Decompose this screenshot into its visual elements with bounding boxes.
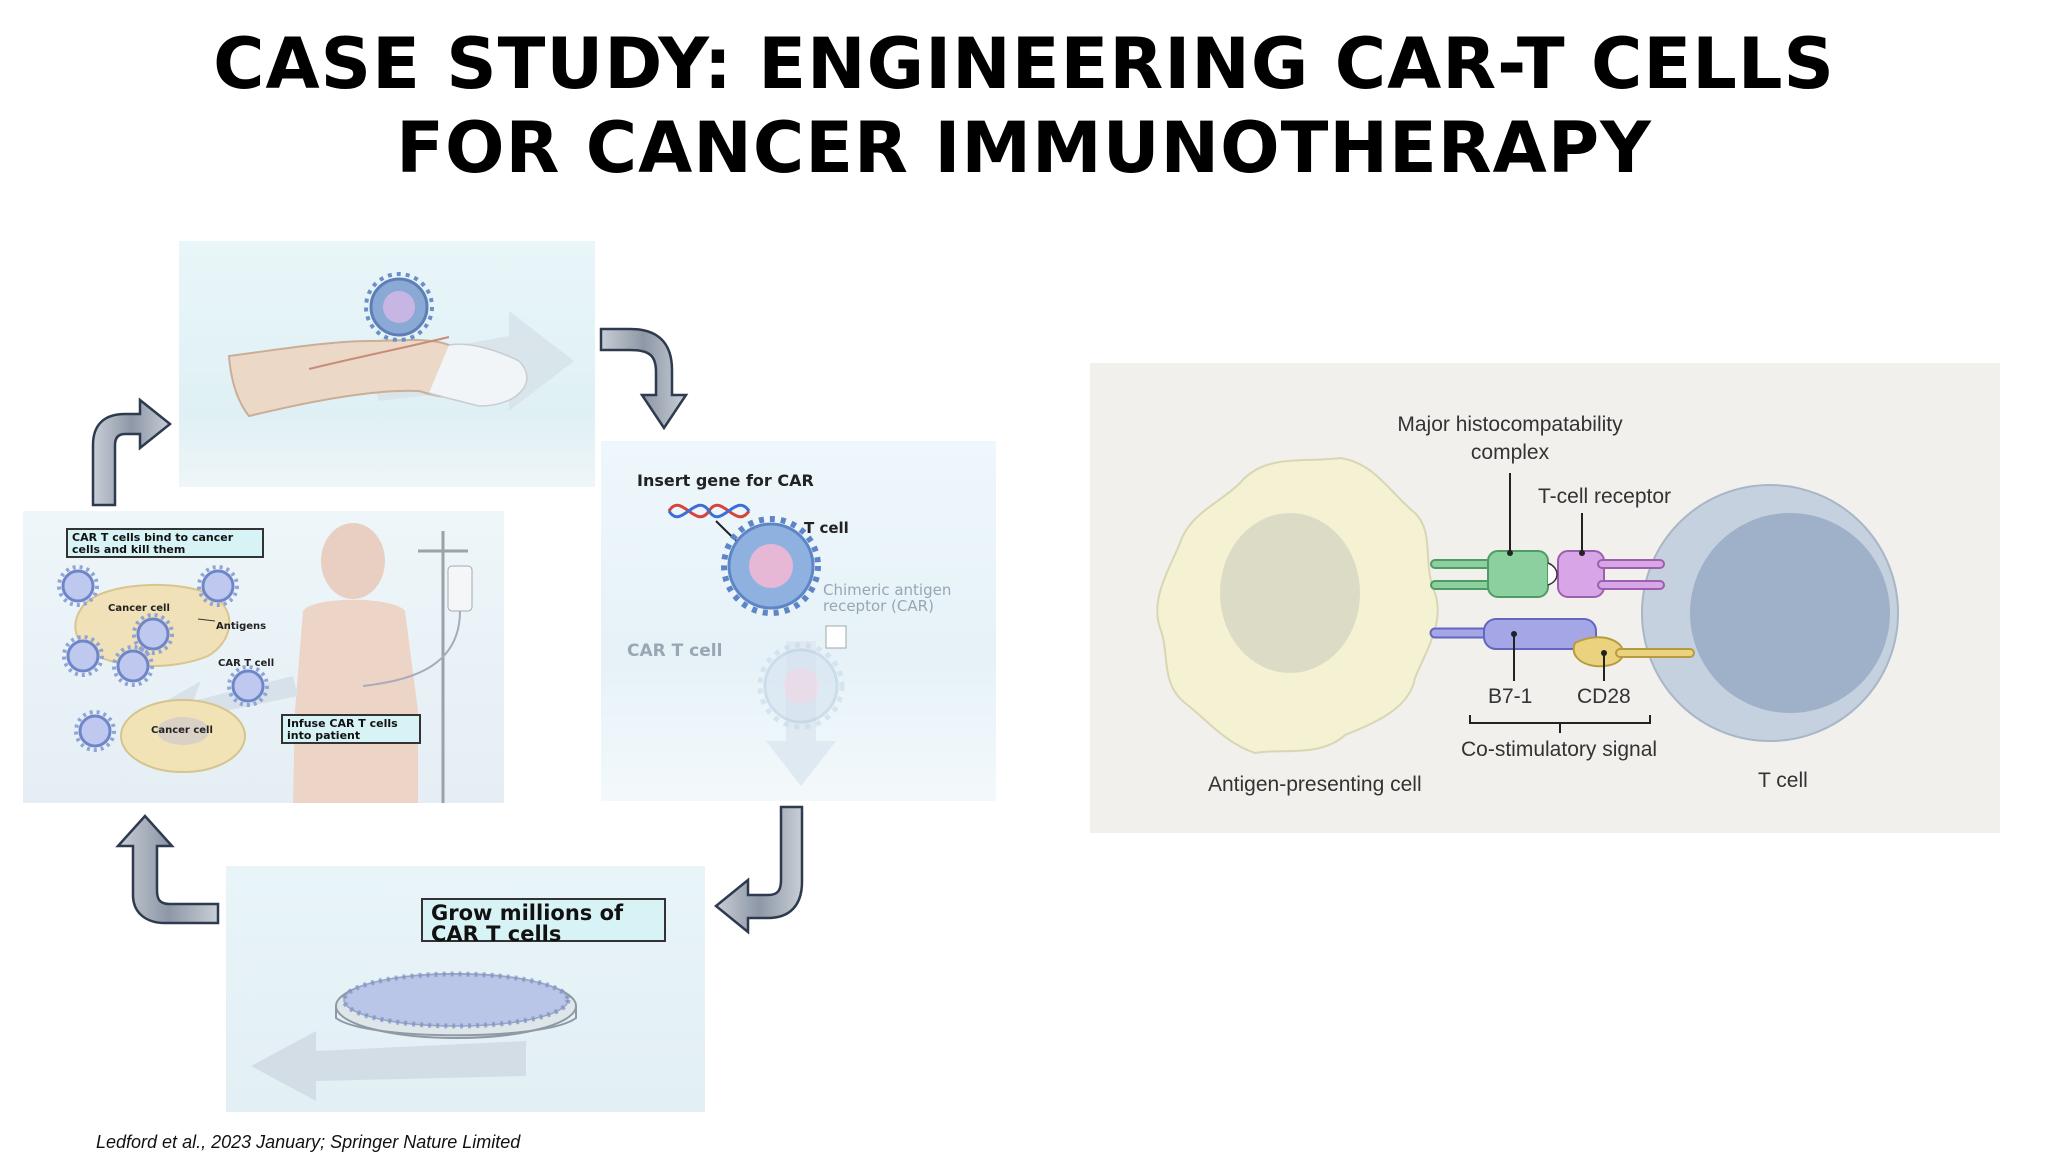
title-line-1: CASE STUDY: ENGINEERING CAR-T CELLS bbox=[213, 23, 1835, 105]
dna-icon bbox=[667, 503, 751, 519]
chimeric-antigen-label: Chimeric antigen receptor (CAR) bbox=[823, 581, 952, 615]
slide-title: CASE STUDY: ENGINEERING CAR-T CELLS FOR … bbox=[0, 22, 2048, 190]
panel-infuse-patient: CAR T cells bind to cancer cells and kil… bbox=[23, 511, 504, 803]
arrow-to-grow bbox=[714, 805, 804, 935]
left-flow-arrow bbox=[251, 1031, 526, 1101]
apc-label: Antigen-presenting cell bbox=[1208, 773, 1422, 796]
insert-gene-illustration bbox=[667, 503, 847, 786]
arrow-to-blood-draw bbox=[91, 397, 173, 507]
petri-dish-illustration bbox=[251, 971, 577, 1101]
cancer-cell-2-nucleus bbox=[157, 717, 209, 745]
panel-insert-gene: Insert gene for CAR T cell Chimeric anti… bbox=[601, 441, 996, 801]
mhc-label: Major histocompatability complex bbox=[1397, 413, 1623, 464]
hand-shape bbox=[428, 343, 528, 407]
tcr-icon bbox=[1547, 550, 1665, 598]
car-receptor-inset bbox=[825, 625, 847, 649]
t-cell-label: T cell bbox=[804, 519, 849, 537]
petri-dish-icon bbox=[335, 971, 577, 1039]
iv-stand-icon bbox=[362, 531, 473, 803]
panel-blood-draw bbox=[179, 241, 595, 487]
infuse-illustration bbox=[57, 523, 473, 803]
cd28-label: CD28 bbox=[1577, 685, 1631, 708]
costim-label: Co-stimulatory signal bbox=[1461, 738, 1658, 761]
title-line-2: FOR CANCER IMMUNOTHERAPY bbox=[396, 107, 1652, 189]
car-t-cell-small-label: CAR T cell bbox=[218, 658, 275, 669]
grow-cells-label: Grow millions of CAR T cells bbox=[421, 898, 666, 945]
car-t-cell-icon bbox=[757, 642, 845, 730]
t-cell-diagram-label: T cell bbox=[1758, 769, 1808, 792]
tcr-label: T-cell receptor bbox=[1538, 485, 1672, 508]
cd28-icon bbox=[1572, 636, 1695, 668]
antigens-pointer bbox=[197, 618, 216, 622]
cancer-cell-2-label: Cancer cell bbox=[151, 725, 213, 736]
infuse-patient-label: Infuse CAR T cells into patient bbox=[281, 714, 421, 744]
mhc-icon bbox=[1430, 550, 1549, 598]
patient-silhouette bbox=[293, 523, 418, 803]
apc-nucleus bbox=[1220, 513, 1360, 673]
citation: Ledford et al., 2023 January; Springer N… bbox=[96, 1132, 521, 1152]
car-t-cell-label: CAR T cell bbox=[627, 641, 723, 661]
synapse-svg bbox=[1156, 456, 1899, 755]
b71-icon bbox=[1429, 618, 1597, 650]
blood-draw-illustration bbox=[227, 272, 574, 418]
antigens-label: Antigens bbox=[216, 621, 267, 632]
car-t-cells-icon bbox=[61, 569, 265, 748]
arrow-to-insert bbox=[599, 327, 689, 431]
bind-kill-label: CAR T cells bind to cancer cells and kil… bbox=[66, 528, 264, 558]
insert-gene-label: Insert gene for CAR bbox=[637, 471, 814, 490]
panel-grow-cells: Grow millions of CAR T cells bbox=[226, 866, 705, 1112]
t-cell-inner bbox=[1690, 513, 1890, 713]
cancer-cell-1-label: Cancer cell bbox=[108, 603, 170, 614]
immune-synapse-diagram: Major histocompatability complex T-cell … bbox=[1090, 363, 2000, 833]
arrow-to-infuse bbox=[115, 814, 220, 925]
costim-bracket bbox=[1469, 715, 1651, 724]
t-cell-icon bbox=[721, 516, 821, 616]
iv-tube bbox=[308, 336, 450, 370]
blood-cell-icon bbox=[364, 272, 434, 342]
b71-label: B7-1 bbox=[1488, 685, 1533, 708]
